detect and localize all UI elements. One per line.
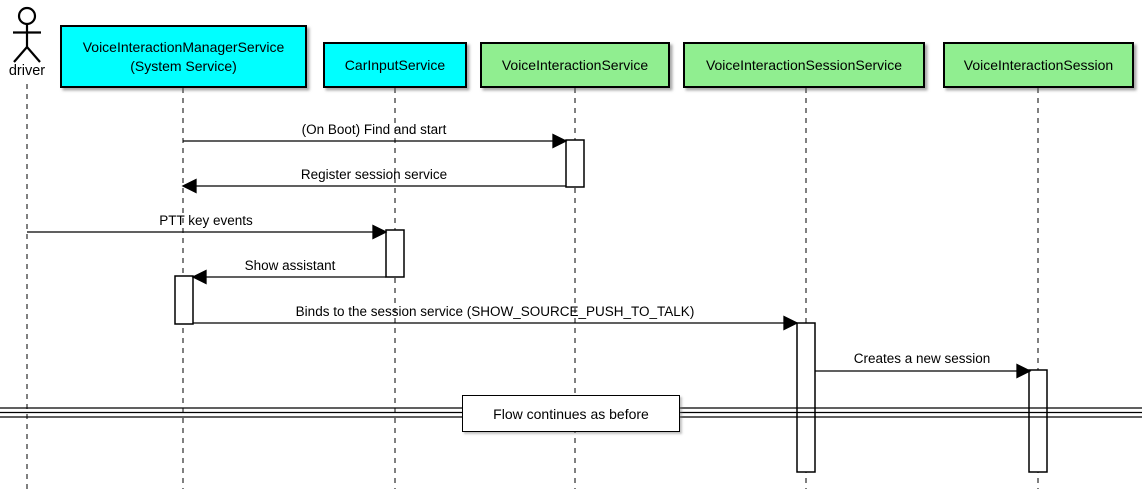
participant-voiceinteractionsessionservice: VoiceInteractionSessionService bbox=[683, 42, 925, 88]
actor-driver-icon bbox=[13, 6, 41, 63]
arrow-ptt-key-events bbox=[27, 224, 388, 240]
activation-voiceinteractionsessionservice bbox=[796, 322, 816, 473]
participant-sublabel: (System Service) bbox=[130, 57, 237, 74]
participant-label: VoiceInteractionSessionService bbox=[705, 56, 903, 73]
participant-label: VoiceInteractionManagerService bbox=[82, 39, 285, 56]
activation-voiceinteractionsession bbox=[1028, 369, 1048, 473]
participant-label: CarInputService bbox=[344, 56, 446, 73]
message-label-register-session-service: Register session service bbox=[300, 167, 448, 182]
message-label-on-boot-find-and-start: (On Boot) Find and start bbox=[301, 122, 447, 137]
arrow-on-boot-find-and-start bbox=[183, 133, 568, 149]
participant-label: VoiceInteractionSession bbox=[963, 56, 1114, 73]
arrow-show-assistant bbox=[191, 269, 386, 285]
actor-label: driver bbox=[8, 63, 46, 79]
participant-carinputservice: CarInputService bbox=[323, 42, 467, 88]
activation-bars bbox=[174, 139, 1048, 473]
activation-carinputservice bbox=[385, 229, 405, 278]
activation-voiceinteractionservice bbox=[565, 139, 585, 188]
message-label-creates-a-new-session: Creates a new session bbox=[853, 351, 991, 366]
participant-voiceinteractionmanagerservice: VoiceInteractionManagerService (System S… bbox=[60, 25, 307, 88]
arrow-creates-a-new-session bbox=[815, 363, 1032, 379]
arrow-register-session-service bbox=[181, 178, 566, 194]
divider-label: Flow continues as before bbox=[493, 405, 649, 422]
divider-label-box: Flow continues as before bbox=[462, 395, 680, 432]
arrow-binds-to-session-service bbox=[193, 315, 799, 331]
participant-label: VoiceInteractionService bbox=[501, 56, 649, 73]
participant-voiceinteractionservice: VoiceInteractionService bbox=[480, 42, 670, 88]
message-label-show-assistant: Show assistant bbox=[244, 258, 336, 273]
message-label-ptt-key-events: PTT key events bbox=[159, 213, 253, 228]
message-arrows bbox=[27, 133, 1032, 379]
activation-voiceinteractionmanagerservice bbox=[174, 275, 194, 325]
participant-voiceinteractionsession: VoiceInteractionSession bbox=[943, 42, 1134, 88]
message-label-binds-to-session-service: Binds to the session service (SHOW_SOURC… bbox=[295, 304, 695, 319]
